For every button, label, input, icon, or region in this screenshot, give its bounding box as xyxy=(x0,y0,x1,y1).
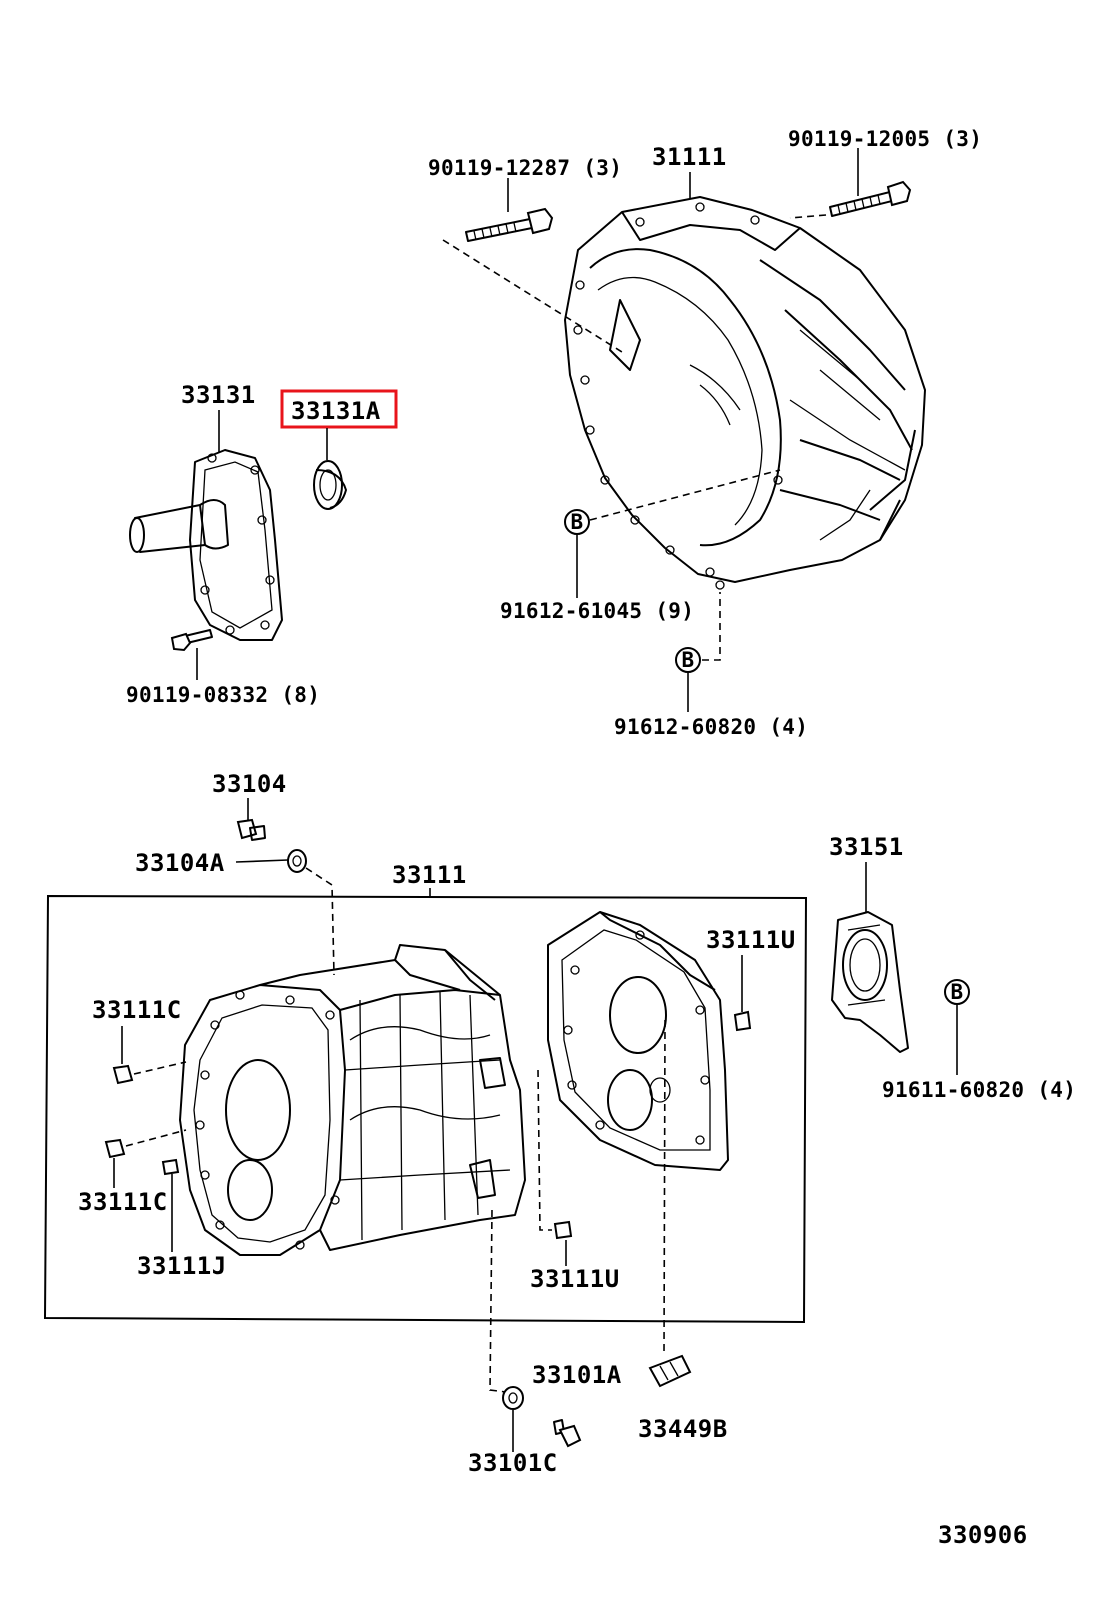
bolt-90119-08332[interactable] xyxy=(170,629,213,652)
label-drain-gasket: 33101C xyxy=(468,1449,558,1477)
plug-33104[interactable] xyxy=(236,818,266,841)
plate-33151[interactable] xyxy=(831,911,909,1053)
label-pin-j: 33111J xyxy=(137,1252,227,1280)
label-drain-plug: 33101A xyxy=(532,1361,622,1389)
extension-housing-33131[interactable] xyxy=(129,449,283,641)
label-stud-b1: 91612-61045 (9) xyxy=(500,599,694,623)
label-bellhousing: 31111 xyxy=(652,143,727,171)
pin-33111J[interactable] xyxy=(161,1158,180,1176)
svg-text:B: B xyxy=(682,648,695,672)
label-bracket: 33449B xyxy=(638,1415,728,1443)
label-plug: 33104 xyxy=(212,770,287,798)
label-seal-highlighted: 33131A xyxy=(291,397,381,425)
label-case-assembly: 33111 xyxy=(392,861,467,889)
pin-33111C-bottom[interactable] xyxy=(104,1138,126,1159)
label-plate: 33151 xyxy=(829,833,904,861)
pin-33111C-top[interactable] xyxy=(112,1064,134,1085)
label-extension-housing: 33131 xyxy=(181,381,256,409)
diagram-id: 330906 xyxy=(938,1521,1028,1549)
svg-text:B: B xyxy=(951,980,964,1004)
svg-text:B: B xyxy=(571,510,584,534)
callout-b-3: B xyxy=(944,979,970,1005)
gasket-33101C[interactable] xyxy=(502,1386,524,1410)
pin-33111U-bottom[interactable] xyxy=(553,1220,573,1240)
drain-plug-33101A[interactable] xyxy=(553,1419,582,1448)
bracket-33449B[interactable] xyxy=(648,1354,692,1388)
gasket-33104A[interactable] xyxy=(287,849,307,873)
bellhousing-31111[interactable] xyxy=(564,196,926,590)
label-stud-b2: 91612-60820 (4) xyxy=(614,715,808,739)
label-bolt-extension: 90119-08332 (8) xyxy=(126,683,320,707)
label-bolt-upper-left: 90119-12287 (3) xyxy=(428,156,622,180)
pin-33111U-top[interactable] xyxy=(733,1010,752,1032)
oil-seal-33131A[interactable] xyxy=(313,460,347,510)
label-pin-u-bottom: 33111U xyxy=(530,1265,620,1293)
callout-b-1: B xyxy=(564,509,590,535)
label-stud-b3: 91611-60820 (4) xyxy=(882,1078,1076,1102)
callout-b-2: B xyxy=(675,647,701,673)
label-gasket-plug: 33104A xyxy=(135,849,225,877)
transmission-case-33111[interactable] xyxy=(179,944,526,1256)
assembly-frame xyxy=(43,894,808,1324)
label-pin-u-top: 33111U xyxy=(706,926,796,954)
bolt-90119-12287[interactable] xyxy=(465,207,554,242)
adapter-plate[interactable] xyxy=(547,911,729,1171)
bolt-90119-12005[interactable] xyxy=(829,180,912,217)
label-pin-c-bottom: 33111C xyxy=(78,1188,168,1216)
label-pin-c-top: 33111C xyxy=(92,996,182,1024)
highlight-box xyxy=(280,389,398,429)
label-bolt-upper-right: 90119-12005 (3) xyxy=(788,127,982,151)
